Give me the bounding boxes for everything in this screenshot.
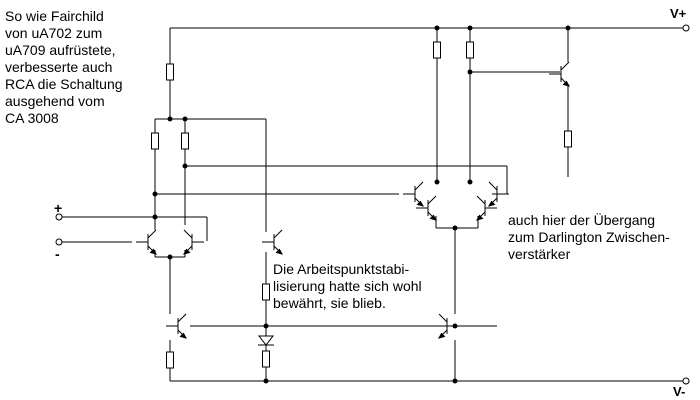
note-intro: So wie Fairchild von uA702 zum uA709 auf… <box>5 8 123 126</box>
note-darlington: auch hier der Übergang zum Darlington Zw… <box>508 212 670 262</box>
diode-symbol <box>257 335 275 346</box>
junction-dots <box>152 25 571 384</box>
terminal-in-minus <box>55 238 63 246</box>
label-input-minus: - <box>55 246 60 262</box>
label-input-plus: + <box>54 200 62 216</box>
terminal-vminus <box>682 377 690 385</box>
resistors <box>151 41 572 369</box>
label-vminus: V- <box>673 384 685 399</box>
note-bias-stabilization: Die Arbeitspunktstabi- lisierung hatte s… <box>273 261 422 311</box>
terminal-vplus <box>682 24 690 32</box>
terminal-in-plus <box>55 213 63 221</box>
label-vplus: V+ <box>670 6 687 21</box>
